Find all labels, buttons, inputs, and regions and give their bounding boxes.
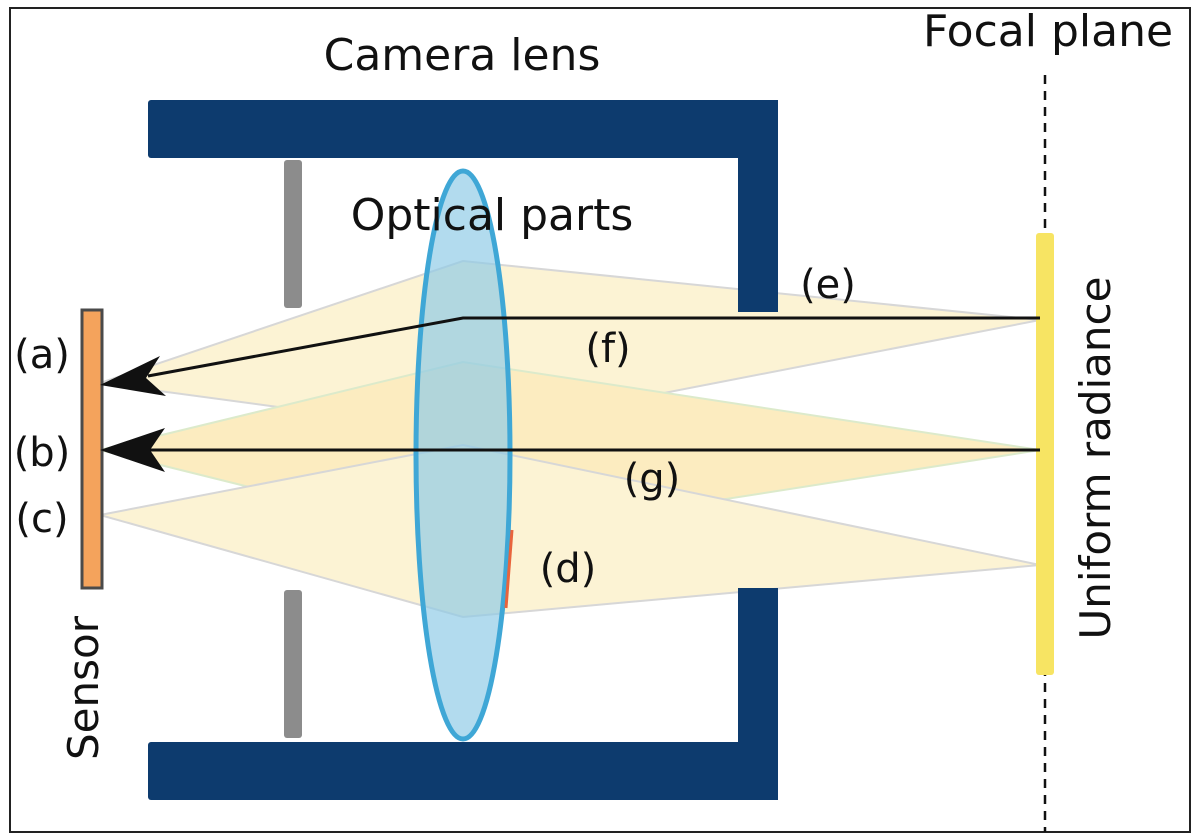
marker-a: (a) (14, 332, 70, 378)
marker-g: (g) (624, 456, 681, 502)
ray-f-arrowhead (100, 356, 166, 396)
radiance-label: Uniform radiance (1071, 277, 1120, 640)
optical-parts-label: Optical parts (351, 190, 634, 241)
marker-c: (c) (15, 496, 68, 542)
housing-top-bar (148, 100, 778, 158)
radiance-bar (1036, 233, 1054, 675)
vignetting-mark (504, 529, 514, 609)
aperture-stop-top (284, 160, 302, 308)
sensor-label: Sensor (59, 615, 108, 760)
sensor-element (80, 308, 104, 590)
title-camera-lens: Camera lens (324, 30, 601, 81)
marker-e: (e) (800, 262, 856, 308)
marker-f: (f) (585, 326, 630, 372)
lens-element (413, 168, 513, 742)
ray-f (147, 316, 1040, 378)
aperture-stop-bottom (284, 590, 302, 738)
marker-d: (d) (540, 546, 597, 592)
housing-top-lip (738, 100, 778, 312)
diagram-frame (9, 7, 1191, 833)
lens-housing (148, 100, 778, 800)
focal-plane-label: Focal plane (923, 6, 1173, 57)
housing-bottom-lip (738, 588, 778, 800)
marker-b: (b) (14, 430, 71, 476)
ray-g-arrowhead (100, 428, 165, 472)
housing-bottom-bar (148, 742, 778, 800)
